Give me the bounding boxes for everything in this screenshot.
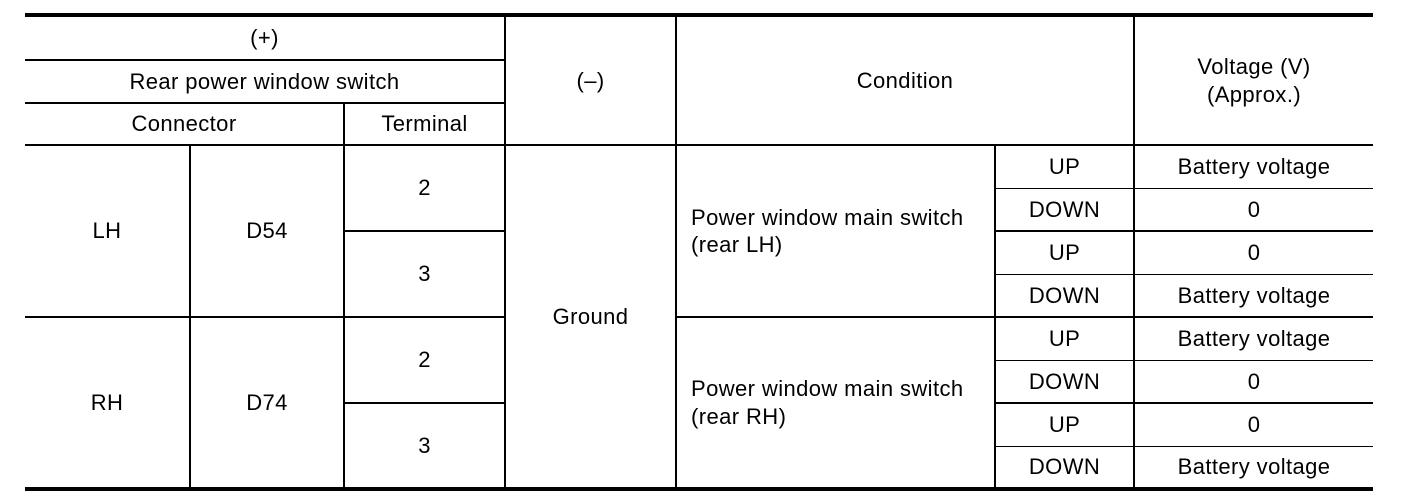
cell-direction: UP <box>995 317 1136 361</box>
header-minus: (–) <box>504 13 678 146</box>
cell-voltage: 0 <box>1134 403 1374 447</box>
cell-terminal: 2 <box>342 317 507 404</box>
header-plus: (+) <box>25 13 506 61</box>
header-condition: Condition <box>676 13 1136 146</box>
cell-terminal: 3 <box>342 403 507 491</box>
cell-terminal: 3 <box>342 231 507 318</box>
header-voltage: Voltage (V) (Approx.) <box>1134 13 1374 146</box>
header-voltage-line1: Voltage (V) <box>1197 54 1311 79</box>
cell-voltage: Battery voltage <box>1134 317 1374 361</box>
cell-voltage: Battery voltage <box>1134 274 1374 318</box>
cell-voltage: 0 <box>1134 231 1374 275</box>
header-terminal: Terminal <box>344 103 506 146</box>
cell-direction: UP <box>995 231 1136 275</box>
cell-terminal: 2 <box>342 145 507 232</box>
cell-condition-lh: Power window main switch (rear LH) <box>676 145 997 318</box>
cell-voltage: Battery voltage <box>1134 446 1374 491</box>
cell-connector-d54: D54 <box>189 145 344 318</box>
condition-line1: Power window main switch <box>691 204 964 230</box>
cell-voltage: 0 <box>1134 360 1374 404</box>
condition-line2: (rear LH) <box>691 232 783 257</box>
header-connector: Connector <box>25 103 345 146</box>
cell-direction: DOWN <box>995 360 1136 404</box>
cell-condition-rh: Power window main switch (rear RH) <box>676 317 997 491</box>
condition-line1: Power window main switch <box>691 376 964 401</box>
header-rear-power-window-switch: Rear power window switch <box>25 60 506 104</box>
cell-direction: DOWN <box>995 188 1136 232</box>
cell-direction: DOWN <box>995 274 1136 318</box>
cell-side-lh: LH <box>25 145 190 318</box>
cell-connector-d74: D74 <box>189 317 344 491</box>
voltage-spec-table: (+) (–) Condition Voltage (V) (Approx.) … <box>25 13 1374 491</box>
cell-direction: UP <box>995 403 1136 447</box>
condition-line2: (rear RH) <box>691 403 787 429</box>
cell-direction: DOWN <box>995 446 1136 491</box>
cell-voltage: Battery voltage <box>1134 145 1374 189</box>
cell-voltage: 0 <box>1134 188 1374 232</box>
header-voltage-line2: (Approx.) <box>1206 81 1302 107</box>
cell-direction: UP <box>995 145 1136 189</box>
cell-side-rh: RH <box>25 317 190 491</box>
cell-ground: Ground <box>505 145 678 491</box>
